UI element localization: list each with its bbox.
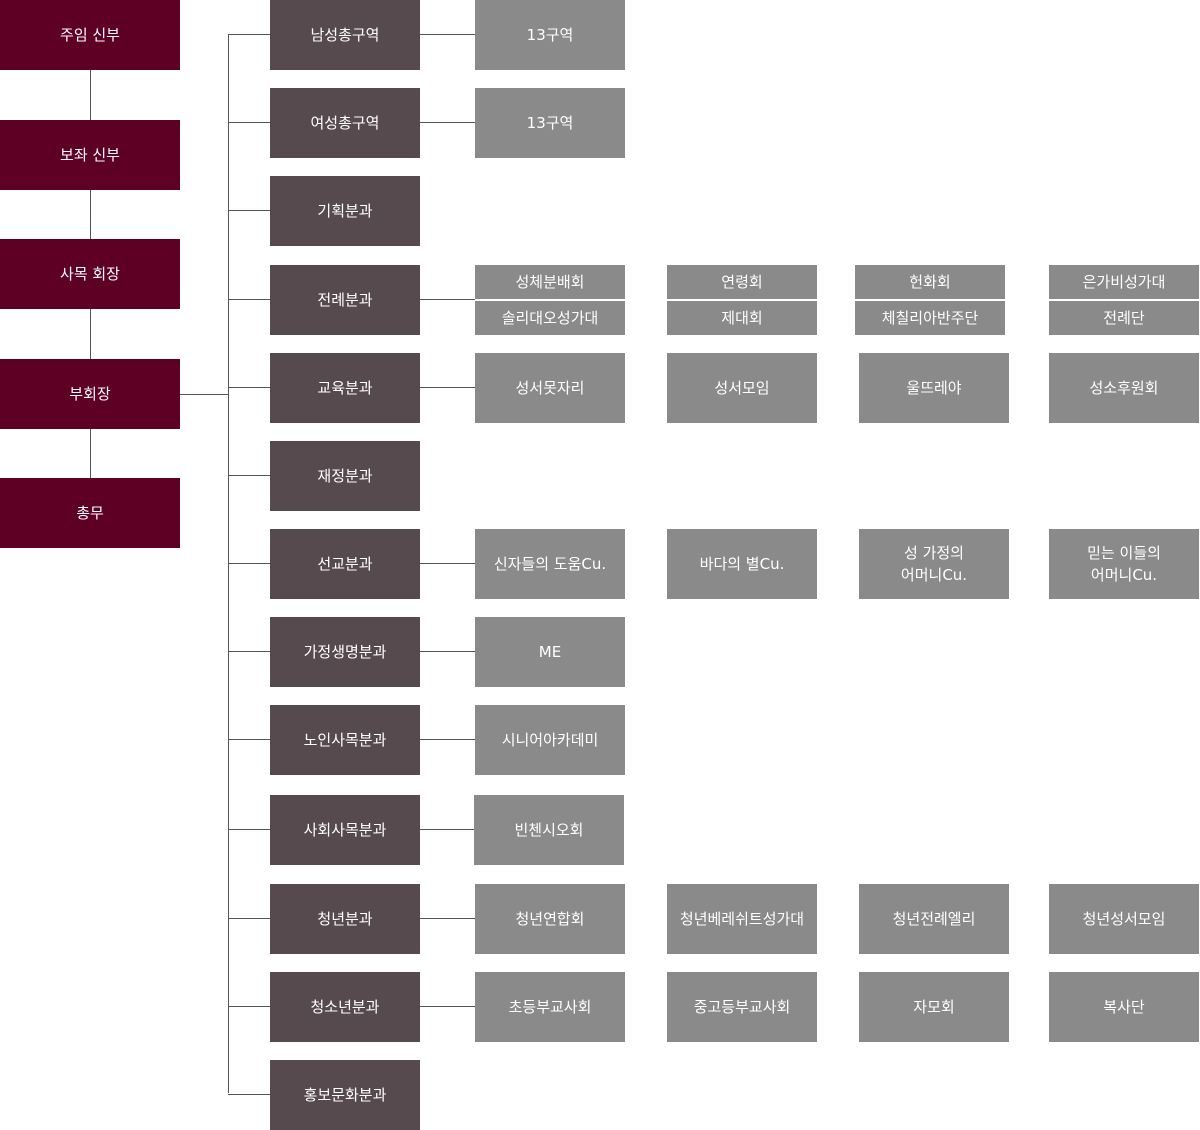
connector-line [228, 918, 270, 919]
connector-line [420, 122, 475, 123]
group-box: 바다의 별Cu. [667, 529, 817, 599]
group-box: 13구역 [475, 88, 625, 158]
department-box: 홍보문화분과 [270, 1060, 420, 1130]
connector-line [420, 918, 475, 919]
leader-box: 주임 신부 [0, 0, 180, 70]
department-box: 노인사목분과 [270, 705, 420, 775]
group-box: 성 가정의 어머니Cu. [859, 529, 1009, 599]
group-box: 신자들의 도움Cu. [475, 529, 625, 599]
leader-box: 사목 회장 [0, 239, 180, 309]
connector-line [420, 34, 475, 35]
department-box: 사회사목분과 [270, 795, 420, 865]
connector-line [420, 387, 475, 388]
connector-line [228, 651, 270, 652]
group-box: 청년성서모임 [1049, 884, 1199, 954]
group-box: 연령회 [667, 265, 817, 299]
connector-line [228, 475, 270, 476]
group-box: 제대회 [667, 301, 817, 335]
department-box: 청년분과 [270, 884, 420, 954]
group-box: 중고등부교사회 [667, 972, 817, 1042]
department-box: 가정생명분과 [270, 617, 420, 687]
group-box: 시니어아카데미 [475, 705, 625, 775]
connector-line [420, 1006, 475, 1007]
connector-line [420, 739, 475, 740]
connector-line [228, 387, 270, 388]
connector-line [228, 563, 270, 564]
department-box: 선교분과 [270, 529, 420, 599]
connector-line [420, 299, 475, 300]
group-box: 초등부교사회 [475, 972, 625, 1042]
department-box: 청소년분과 [270, 972, 420, 1042]
group-box: 전례단 [1049, 301, 1199, 335]
group-box: 울뜨레야 [859, 353, 1009, 423]
group-box: 성서모임 [667, 353, 817, 423]
connector-line [228, 829, 270, 830]
group-box: 믿는 이들의 어머니Cu. [1049, 529, 1199, 599]
group-box: 성소후원회 [1049, 353, 1199, 423]
group-box: 청년연합회 [475, 884, 625, 954]
department-box: 기획분과 [270, 176, 420, 246]
department-box: 전례분과 [270, 265, 420, 335]
connector-line [228, 122, 270, 123]
group-box: 성체분배회 [475, 265, 625, 299]
department-box: 교육분과 [270, 353, 420, 423]
group-box: 빈첸시오회 [474, 795, 624, 865]
leader-box: 총무 [0, 478, 180, 548]
department-box: 여성총구역 [270, 88, 420, 158]
group-box: 은가비성가대 [1049, 265, 1199, 299]
group-box: 자모회 [859, 972, 1009, 1042]
connector-line [228, 34, 270, 35]
connector-line [228, 299, 270, 300]
connector-line [228, 210, 270, 211]
group-box: 헌화회 [855, 265, 1005, 299]
group-box: 청년베레쉬트성가대 [667, 884, 817, 954]
leader-box: 부회장 [0, 359, 180, 429]
connector-line [228, 1094, 270, 1095]
department-box: 재정분과 [270, 441, 420, 511]
group-box: 13구역 [475, 0, 625, 70]
connector-line [180, 394, 228, 395]
group-box: 솔리대오성가대 [475, 301, 625, 335]
connector-line [420, 651, 475, 652]
connector-line [228, 1006, 270, 1007]
group-box: 성서못자리 [475, 353, 625, 423]
group-box: 청년전례엘리 [859, 884, 1009, 954]
department-box: 남성총구역 [270, 0, 420, 70]
group-box: 체칠리아반주단 [855, 301, 1005, 335]
leader-box: 보좌 신부 [0, 120, 180, 190]
connector-line [228, 739, 270, 740]
connector-line [228, 35, 229, 1093]
connector-line [420, 829, 475, 830]
connector-line [420, 563, 475, 564]
group-box: ME [475, 617, 625, 687]
group-box: 복사단 [1049, 972, 1199, 1042]
